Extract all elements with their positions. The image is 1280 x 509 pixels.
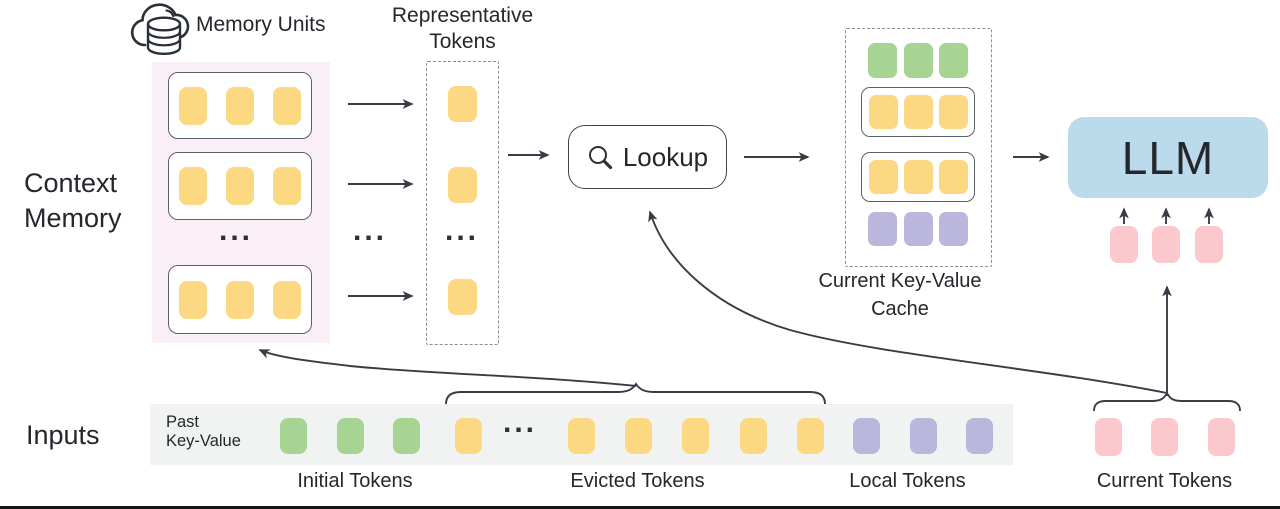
representative-token <box>448 86 477 122</box>
token <box>226 167 254 205</box>
token <box>938 95 968 129</box>
local-tokens-label: Local Tokens <box>849 470 966 492</box>
current-kv-cache-label: Current Key-Value Cache <box>800 267 1000 323</box>
representative-token <box>448 167 477 203</box>
token <box>273 86 301 125</box>
current-token <box>1095 418 1122 456</box>
initial-token <box>393 418 420 454</box>
token <box>868 160 898 194</box>
token <box>226 280 254 319</box>
cache-label-line1: Current Key-Value <box>818 270 982 292</box>
cloud-database-icon <box>130 3 190 55</box>
arrows-ellipsis: ... <box>352 214 387 247</box>
token <box>179 280 207 319</box>
initial-tokens-label: Initial Tokens <box>297 470 413 492</box>
evicted-token <box>740 418 767 454</box>
search-icon <box>588 145 612 169</box>
representative-line2: Tokens <box>429 30 496 53</box>
context-memory-line2: Memory <box>24 203 122 233</box>
local-token <box>966 418 993 454</box>
token <box>226 86 254 125</box>
token <box>868 43 897 78</box>
token <box>903 95 933 129</box>
token <box>179 86 207 125</box>
token <box>903 212 933 246</box>
evicted-token <box>568 418 595 454</box>
past-kv-line1: Past <box>166 413 200 431</box>
cache-local-row <box>868 212 968 246</box>
cache-label-line2: Cache <box>871 298 929 320</box>
evicted-token <box>797 418 824 454</box>
arrow-evicted-to-memory <box>258 349 637 387</box>
cache-memory-unit-1 <box>861 87 975 137</box>
past-kv-line2: Key-Value <box>166 432 241 450</box>
llm-label: LLM <box>1121 131 1215 184</box>
lookup-label: Lookup <box>622 141 709 172</box>
token <box>903 160 933 194</box>
inputs-label: Inputs <box>26 420 100 450</box>
token <box>868 212 897 246</box>
token <box>868 95 898 129</box>
current-token <box>1195 226 1223 263</box>
cache-initial-row <box>868 43 968 78</box>
lookup-box: Lookup <box>568 125 727 189</box>
evicted-tokens-label: Evicted Tokens <box>570 470 705 492</box>
memory-ellipsis: ... <box>218 214 253 247</box>
representative-token <box>448 279 477 315</box>
representative-tokens-label: Representative Tokens <box>375 3 550 55</box>
current-tokens-brace <box>1093 390 1241 412</box>
token <box>903 43 933 78</box>
token <box>273 167 301 205</box>
representative-tokens-box <box>426 61 499 345</box>
representative-ellipsis: ... <box>444 214 479 247</box>
cache-memory-unit-2 <box>861 152 975 202</box>
current-token <box>1151 418 1178 456</box>
current-token <box>1110 226 1138 263</box>
evicted-tokens-brace <box>445 382 826 405</box>
token <box>179 167 207 205</box>
token <box>273 280 301 319</box>
token <box>939 212 968 246</box>
representative-line1: Representative <box>391 4 534 27</box>
strip-ellipsis: ... <box>502 406 537 439</box>
token <box>938 160 968 194</box>
local-token <box>853 418 880 454</box>
bottom-border-line <box>0 506 1280 509</box>
memory-unit-2 <box>168 152 312 220</box>
evicted-token <box>455 418 482 454</box>
token <box>939 43 968 78</box>
context-memory-line1: Context <box>24 168 118 198</box>
evicted-token <box>682 418 709 454</box>
initial-token <box>337 418 364 454</box>
memory-unit-3 <box>168 265 312 334</box>
initial-token <box>280 418 307 454</box>
memory-units-label: Memory Units <box>196 13 326 36</box>
past-kv-label: Past Key-Value <box>166 413 241 451</box>
local-token <box>910 418 937 454</box>
current-token <box>1152 226 1180 263</box>
evicted-token <box>625 418 652 454</box>
context-memory-label: Context Memory <box>24 166 122 236</box>
memory-unit-1 <box>168 72 312 139</box>
llm-box: LLM <box>1068 117 1268 198</box>
current-tokens-label: Current Tokens <box>1096 470 1233 492</box>
current-token <box>1208 418 1235 456</box>
